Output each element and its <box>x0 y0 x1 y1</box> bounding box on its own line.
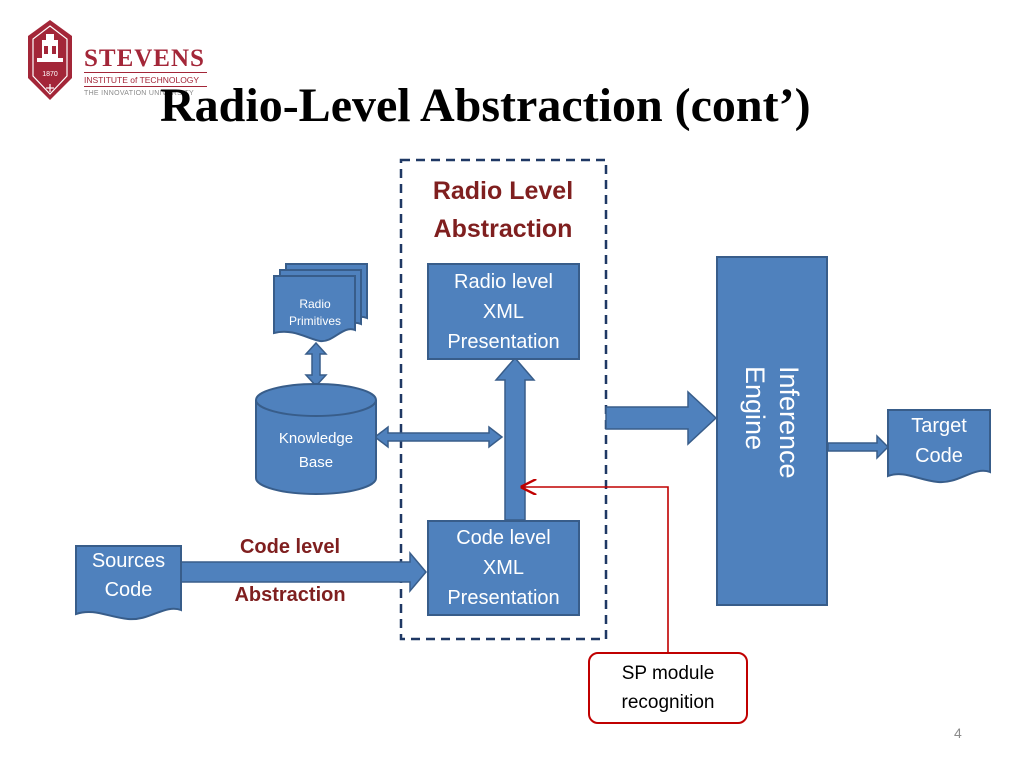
sp-module-line-2: recognition <box>621 692 715 713</box>
sources-code-label: Sources Code <box>76 547 181 605</box>
code-xml-line-3: Presentation <box>447 587 560 609</box>
sources-code-line-1: Sources <box>91 550 166 572</box>
to-target-arrow <box>827 434 890 460</box>
code-xml-presentation-box: Code level XML Presentation <box>427 520 580 616</box>
target-code-doc <box>887 409 991 484</box>
sp-module-line-1: SP module <box>621 663 715 684</box>
radio-level-heading: Radio Level Abstraction <box>405 172 601 248</box>
abstraction-label: Abstraction <box>234 584 346 606</box>
page-number: 4 <box>954 725 962 741</box>
sources-code-line-2: Code <box>104 579 153 601</box>
slide-title: Radio-Level Abstraction (cont’) <box>160 79 811 132</box>
code-to-radio-arrow <box>494 356 536 521</box>
knowledge-base-line-1: Knowledge <box>278 430 354 447</box>
sources-to-code-arrow <box>179 550 427 594</box>
logo-subtitle: INSTITUTE of TECHNOLOGY <box>84 75 200 85</box>
code-xml-line-1: Code level <box>456 527 551 549</box>
target-code-label: Target Code <box>888 411 990 471</box>
logo-divider-2 <box>84 86 207 87</box>
logo-year: 1870 <box>42 71 58 78</box>
target-code-line-2: Code <box>915 445 963 467</box>
inference-engine-line-2: Engine <box>740 366 770 451</box>
logo-wordmark: STEVENS <box>84 45 205 72</box>
code-xml-line-2: XML <box>482 557 525 579</box>
code-level-label: Code level <box>239 536 341 558</box>
sp-module-box: SP module recognition <box>588 652 748 724</box>
primitives-kb-arrow <box>304 341 328 388</box>
radio-xml-presentation-box: Radio level XML Presentation <box>427 263 580 360</box>
logo-tagline: THE INNOVATION UNIVERSITY <box>84 90 194 97</box>
target-code-line-1: Target <box>911 415 967 437</box>
radio-primitives-doc-icon <box>273 263 368 343</box>
inference-engine-line-1: Inference <box>774 366 804 479</box>
inference-engine-box: Inference Engine <box>716 256 828 606</box>
radio-xml-line-1: Radio level <box>454 270 553 293</box>
radio-primitives-line-1: Radio <box>299 297 331 311</box>
radio-level-region <box>399 158 608 641</box>
knowledge-base-cylinder <box>255 383 377 495</box>
kb-xml-arrow <box>373 425 504 449</box>
stevens-logo: 1870 STEVENS INSTITUTE of TECHNOLOGY THE… <box>20 18 220 108</box>
knowledge-base-label: Knowledge Base <box>256 427 376 475</box>
logo-divider <box>84 72 207 73</box>
radio-primitives-label: Radio Primitives <box>276 296 354 330</box>
radio-xml-line-2: XML <box>482 300 525 323</box>
inference-engine-label: Inference Engine <box>738 366 806 479</box>
sp-callout-line <box>522 487 669 652</box>
radio-primitives-line-2: Primitives <box>288 314 341 328</box>
radio-xml-line-3: Presentation <box>447 330 560 353</box>
stevens-seal-icon <box>28 20 72 100</box>
sources-code-doc <box>75 545 182 621</box>
radio-level-heading-line-2: Abstraction <box>433 215 573 243</box>
radio-level-heading-line-1: Radio Level <box>432 177 574 205</box>
to-inference-arrow <box>605 390 718 446</box>
knowledge-base-line-2: Base <box>298 454 334 471</box>
